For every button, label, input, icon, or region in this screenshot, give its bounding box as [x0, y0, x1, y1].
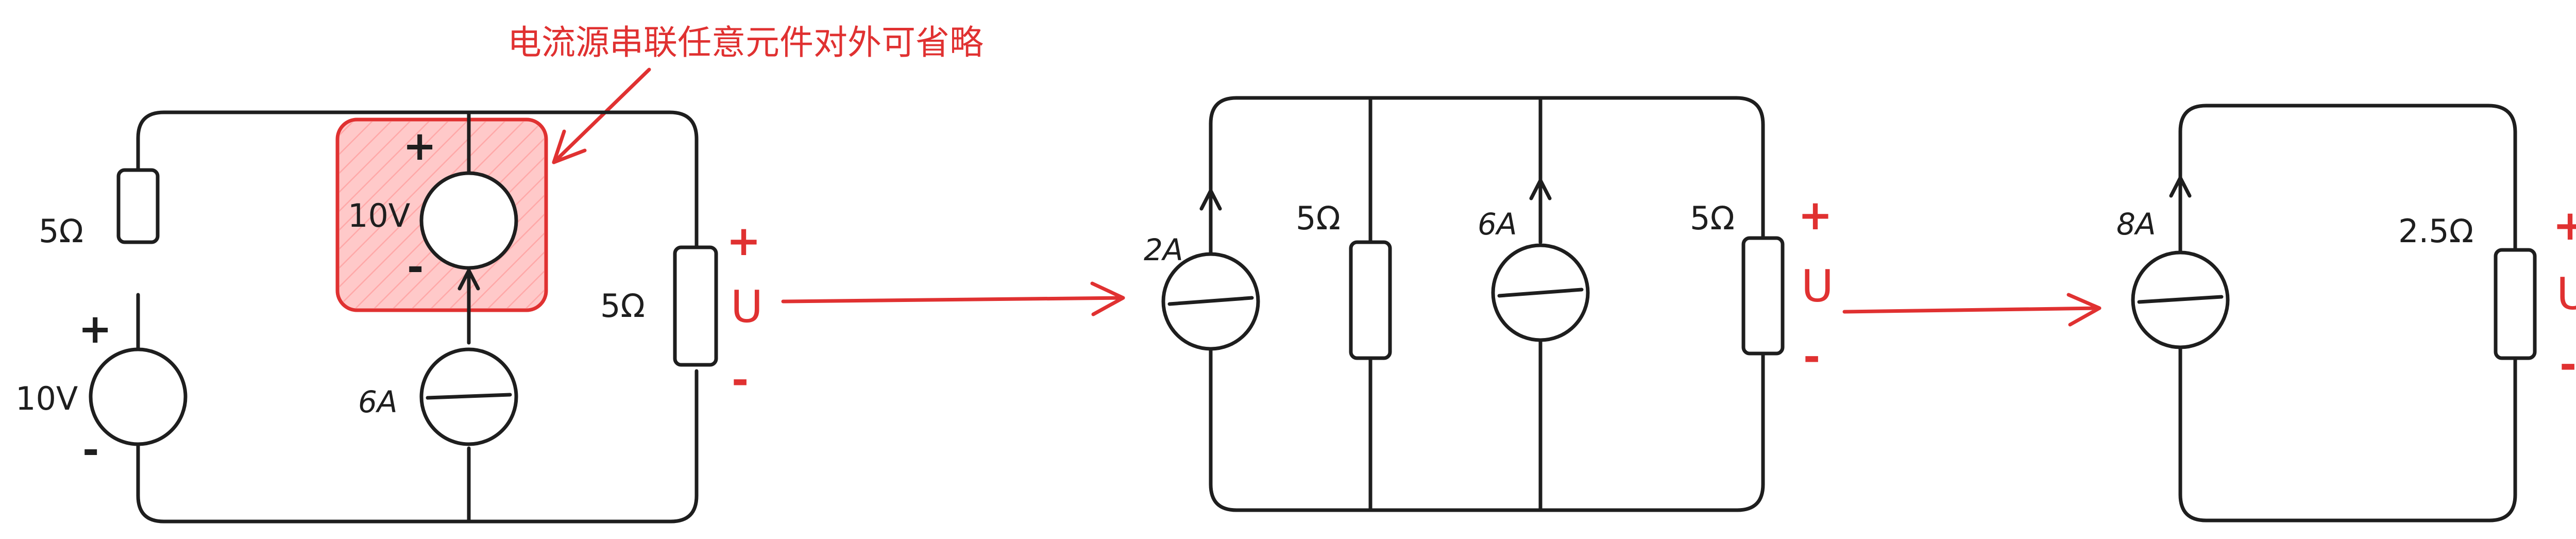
circuit1-output-minus: -: [732, 356, 749, 404]
circuit2-current-source-2-bar: [1497, 288, 1584, 298]
circuit3-output-U: U: [2556, 268, 2576, 320]
left-source-minus: -: [82, 427, 99, 474]
middle-source-voltage-label: 10V: [348, 197, 410, 234]
circuit1-outer-wire: [136, 110, 699, 524]
circuit2-output-U: U: [1801, 261, 1834, 312]
circuit-1: 5Ω + - 10V + - 10V 6A 5Ω + U -: [15, 110, 763, 524]
right-resistor-label: 5Ω: [600, 287, 645, 325]
transform-arrow-2: [1842, 293, 2102, 327]
circuit2-current-arrow-1: [1199, 189, 1222, 255]
circuit3-resistor: [2494, 248, 2537, 360]
transform-arrow-1: [781, 281, 1125, 316]
circuit2-current-arrow-2: [1529, 178, 1552, 244]
left-source-voltage-label: 10V: [15, 380, 78, 417]
circuit2-resistor-2-label: 5Ω: [1690, 199, 1735, 237]
circuit2-current-source-2-label: 6A: [1478, 207, 1517, 242]
left-resistor-label: 5Ω: [39, 212, 83, 250]
circuit1-current-source-bar: [426, 393, 512, 400]
middle-voltage-source: [419, 171, 518, 270]
right-resistor: [673, 245, 718, 367]
circuit2-resistor-2: [1741, 236, 1785, 356]
circuit2-output-minus: -: [1803, 333, 1820, 381]
circuit1-current-source-label: 6A: [358, 384, 398, 419]
circuit-3: 8A 2.5Ω + U -: [2116, 104, 2576, 523]
circuit2-wires: [1209, 96, 1765, 512]
middle-source-plus: +: [403, 123, 436, 170]
circuit1-output-U: U: [731, 281, 763, 333]
circuit2-current-source-1-bar: [1167, 296, 1254, 306]
left-voltage-source: [89, 347, 188, 446]
circuit2-resistor-1: [1349, 240, 1392, 360]
annotation-text: 电流源串联任意元件对外可省略: [507, 23, 984, 62]
circuit2-output-plus: +: [1798, 191, 1833, 239]
annotation-arrow: [552, 68, 651, 164]
left-source-plus: +: [78, 306, 112, 352]
circuit1-current-arrow: [457, 268, 480, 345]
circuit3-output-plus: +: [2553, 201, 2576, 249]
circuit3-output-minus: -: [2560, 341, 2576, 389]
circuit3-current-source-bar: [2137, 295, 2224, 304]
circuit3-current-arrow: [2169, 176, 2192, 255]
left-resistor: [116, 168, 160, 244]
circuit2-current-source-1-label: 2A: [1144, 232, 1183, 267]
circuit3-wires: [2178, 104, 2517, 523]
circuit-2: 2A 5Ω 6A 5Ω + U -: [1144, 96, 1834, 512]
circuit3-current-source-label: 8A: [2116, 207, 2156, 242]
circuit3-resistor-label: 2.5Ω: [2398, 212, 2473, 250]
circuit1-output-plus: +: [726, 217, 761, 265]
circuit2-resistor-1-label: 5Ω: [1296, 199, 1341, 237]
middle-source-minus: -: [407, 244, 423, 291]
